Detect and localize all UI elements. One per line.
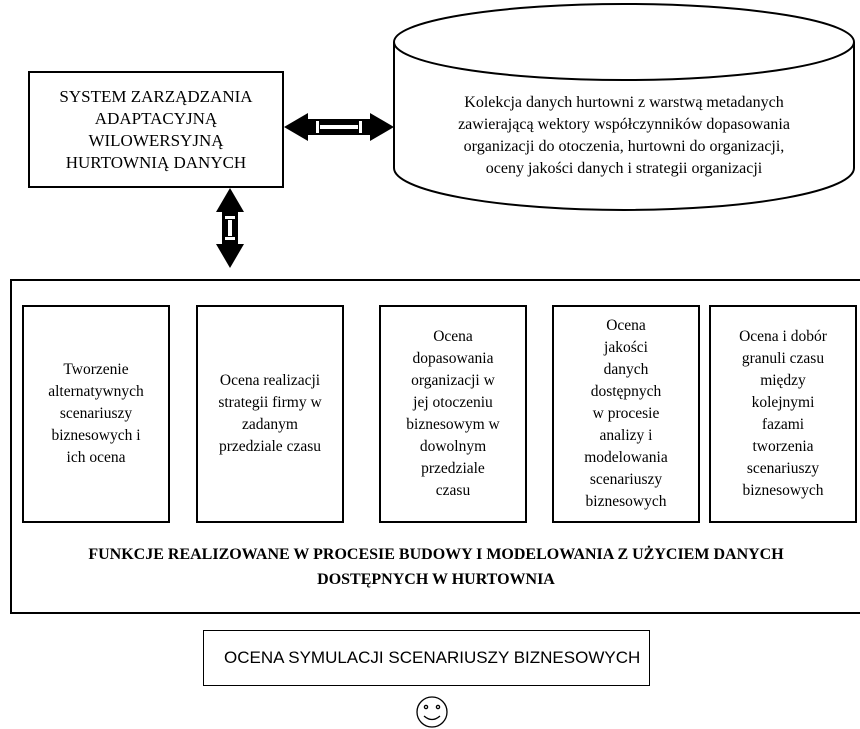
function-line: biznesowych xyxy=(742,482,824,499)
system-box: SYSTEM ZARZĄDZANIA ADAPTACYJNĄ WILOWERSY… xyxy=(28,71,284,188)
function-box-granules: Ocena i dobór granuli czasu między kolej… xyxy=(709,305,857,523)
functions-title: FUNKCJE REALIZOWANE W PROCESIE BUDOWY I … xyxy=(20,542,852,592)
function-line: przedziale xyxy=(421,460,485,477)
function-line: strategii firmy w xyxy=(218,394,322,411)
function-line: dopasowania xyxy=(412,350,494,367)
function-line: między xyxy=(760,372,806,389)
function-line: organizacji w xyxy=(411,372,495,389)
function-line: scenariuszy xyxy=(59,405,133,422)
function-line: Ocena i dobór xyxy=(739,328,827,345)
function-line: dowolnym xyxy=(419,438,487,455)
system-box-line: SYSTEM ZARZĄDZANIA xyxy=(59,86,253,106)
function-line: kolejnymi xyxy=(751,394,815,411)
function-line: Ocena xyxy=(606,317,646,334)
simulation-box: OCENA SYMULACJI SCENARIUSZY BIZNESOWYCH xyxy=(203,630,650,686)
function-line: biznesowych i xyxy=(51,427,141,444)
function-line: modelowania xyxy=(584,449,668,466)
function-box-quality: Ocena jakości danych dostępnych w proces… xyxy=(552,305,700,523)
function-line: tworzenia xyxy=(752,438,814,455)
function-line: dostępnych xyxy=(590,383,662,400)
function-line: alternatywnych xyxy=(48,383,144,400)
functions-title-line: DOSTĘPNYCH W HURTOWNIA xyxy=(317,571,555,588)
function-line: scenariuszy xyxy=(746,460,820,477)
function-line: biznesowych xyxy=(585,493,667,510)
function-line: przedziale czasu xyxy=(219,438,321,455)
function-line: ich ocena xyxy=(66,449,126,466)
system-box-line: ADAPTACYJNĄ xyxy=(94,108,218,128)
simulation-label: OCENA SYMULACJI SCENARIUSZY BIZNESOWYCH xyxy=(224,648,641,667)
function-line: scenariuszy xyxy=(589,471,663,488)
function-line: zadanym xyxy=(242,416,298,433)
double-arrow-horizontal-icon xyxy=(284,113,394,141)
function-line: Ocena realizacji xyxy=(219,372,321,389)
database-line: organizacji do otoczenia, hurtowni do or… xyxy=(463,138,785,155)
database-line: oceny jakości danych i strategii organiz… xyxy=(485,160,763,177)
function-line: jakości xyxy=(604,339,648,356)
function-line: Tworzenie xyxy=(63,361,129,378)
double-arrow-vertical-icon xyxy=(216,188,244,268)
function-line: analizy i xyxy=(599,427,653,444)
function-line: Ocena xyxy=(433,328,473,345)
function-line: fazami xyxy=(761,416,805,433)
database-line: Kolekcja danych hurtowni z warstwą metad… xyxy=(464,94,784,111)
smiley-face-icon xyxy=(416,696,448,728)
function-line: biznesowym w xyxy=(406,416,500,433)
function-line: granuli czasu xyxy=(741,350,825,367)
system-box-line: HURTOWNIĄ DANYCH xyxy=(65,152,247,172)
database-text: Kolekcja danych hurtowni z warstwą metad… xyxy=(392,92,856,180)
function-line: danych xyxy=(603,361,649,378)
database-line: zawierającą wektory współczynników dopas… xyxy=(458,116,790,133)
system-box-line: WILOWERSYJNĄ xyxy=(88,130,224,150)
function-box-scenarios: Tworzenie alternatywnych scenariuszy biz… xyxy=(22,305,170,523)
function-line: czasu xyxy=(435,482,471,499)
function-box-fit: Ocena dopasowania organizacji w jej otoc… xyxy=(379,305,527,523)
functions-title-line: FUNKCJE REALIZOWANE W PROCESIE BUDOWY I … xyxy=(88,546,784,563)
function-line: w procesie xyxy=(592,405,660,422)
function-box-strategy: Ocena realizacji strategii firmy w zadan… xyxy=(196,305,344,523)
function-line: jej otoczeniu xyxy=(413,394,493,411)
